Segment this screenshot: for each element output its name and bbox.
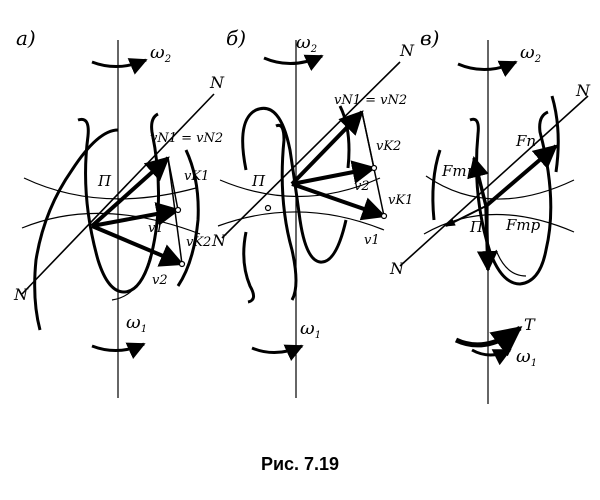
panel-b-omega1-arrow — [251, 344, 304, 361]
panel-a-omega2-arrow — [91, 58, 148, 75]
panel-b-letter: б) — [226, 26, 246, 50]
panel-v-n-top: N — [575, 81, 591, 100]
panel-a-vn-label: vN1 = vN2 — [150, 131, 223, 146]
panel-b-pole-point — [264, 204, 272, 212]
panel-v-fn-vector — [484, 144, 558, 208]
panel-v-fn-reaction — [445, 205, 487, 227]
panel-a-omega1-label: ω1 — [126, 312, 147, 335]
panel-a-n-top: N — [209, 73, 225, 92]
panel-b-normal-line — [221, 61, 401, 239]
panel-a-vn-vector — [90, 156, 170, 228]
panel-a-v1-tip — [174, 206, 182, 214]
panel-v-n-bottom: N — [389, 259, 405, 278]
panel-b-omega2-arrow — [263, 54, 324, 72]
panel-v-ftr-vector-down — [476, 205, 498, 273]
panel-v-tooth-right — [550, 95, 560, 173]
panel-a-v2-vector — [91, 224, 185, 267]
panel-v-pitch-curve-2 — [423, 213, 575, 235]
panel-a-tooth-lower — [77, 112, 160, 294]
figure-caption: Рис. 7.19 — [261, 454, 339, 474]
panel-v-ftr-label-2: Fтр — [505, 216, 541, 234]
panel-v-ftr-vector-up — [468, 155, 489, 207]
panel-a-v1-label: v1 — [148, 221, 164, 236]
panel-b-n-bottom: N — [211, 231, 227, 250]
panel-a-v1-vector — [91, 202, 181, 228]
panel-a: а) ω2 ω1 N N П vN1 = vN2 vK1 vK2 — [13, 26, 225, 398]
panel-b-tooth-mid — [275, 123, 298, 301]
panel-b-v1-label: v1 — [364, 233, 380, 248]
panel-a-tooth-left — [33, 128, 119, 331]
panel-b-n-top: N — [399, 41, 415, 60]
panel-a-v2-label: v2 — [152, 273, 168, 288]
panel-b-v2-vector — [291, 160, 377, 186]
panel-b-v1-tip — [380, 212, 388, 220]
panel-v: в) ω2 T ω1 N N П Fn Fтр Fтр — [389, 26, 591, 404]
panel-b-vk1-label: vK1 — [388, 193, 413, 208]
panel-v-pole-label: П — [469, 218, 484, 236]
panel-a-v2-tip — [178, 260, 186, 268]
panel-a-vk2-segment — [167, 157, 183, 265]
panel-b-v2-tip — [370, 164, 378, 172]
panel-v-omega2-label: ω2 — [520, 42, 541, 65]
panel-v-torque-label: T — [524, 315, 536, 334]
panel-a-tooth-right — [176, 149, 200, 287]
panel-b-omega2-label: ω2 — [296, 32, 317, 55]
panel-v-tooth-lower — [469, 110, 553, 286]
panel-b-vn-vector — [290, 110, 364, 186]
panel-b-pole-label: П — [251, 172, 266, 190]
panel-b-vk1-segment — [361, 111, 385, 217]
panel-a-vk1-label: vK1 — [184, 169, 209, 184]
panel-b-v1-vector — [291, 182, 387, 221]
panel-v-omega1-arrow — [471, 348, 512, 366]
panel-a-letter: а) — [16, 26, 36, 50]
panel-a-tooth-inner — [111, 255, 151, 301]
panel-v-normal-line — [399, 95, 589, 267]
panel-v-omega1-label: ω1 — [516, 346, 537, 369]
panel-a-pole-label: П — [97, 172, 112, 190]
panel-v-fn-label: Fn — [515, 132, 536, 150]
panel-b-omega1-label: ω1 — [300, 318, 321, 341]
panel-b-pitch-curve-1 — [219, 177, 381, 198]
panel-a-omega1-arrow — [91, 342, 146, 359]
panel-v-tooth-left — [431, 149, 442, 221]
panel-b-pitch-curve-2 — [217, 211, 385, 231]
panel-a-omega2-label: ω2 — [150, 42, 171, 65]
panel-b-tooth-left — [242, 231, 255, 304]
panel-a-vk2-label: vK2 — [186, 235, 211, 250]
panel-b-v2-label: v2 — [354, 179, 370, 194]
panel-v-ftr-label-1: Fтр — [441, 162, 477, 180]
panel-b-tooth-right — [338, 105, 351, 169]
panel-v-torque-arrow — [454, 326, 523, 357]
panel-a-normal-line — [21, 93, 215, 295]
panel-b-vk2-label: vK2 — [376, 139, 401, 154]
panel-a-n-bottom: N — [13, 285, 29, 304]
panel-v-letter: в) — [420, 26, 439, 50]
panel-a-pitch-curve-1 — [23, 177, 197, 200]
panel-v-omega2-arrow — [457, 60, 518, 78]
panel-b: б) ω2 ω1 N N П vN1 = vN2 vK2 v2 vK1 v1 — [211, 26, 415, 398]
panel-b-vn-label: vN1 = vN2 — [334, 93, 407, 108]
